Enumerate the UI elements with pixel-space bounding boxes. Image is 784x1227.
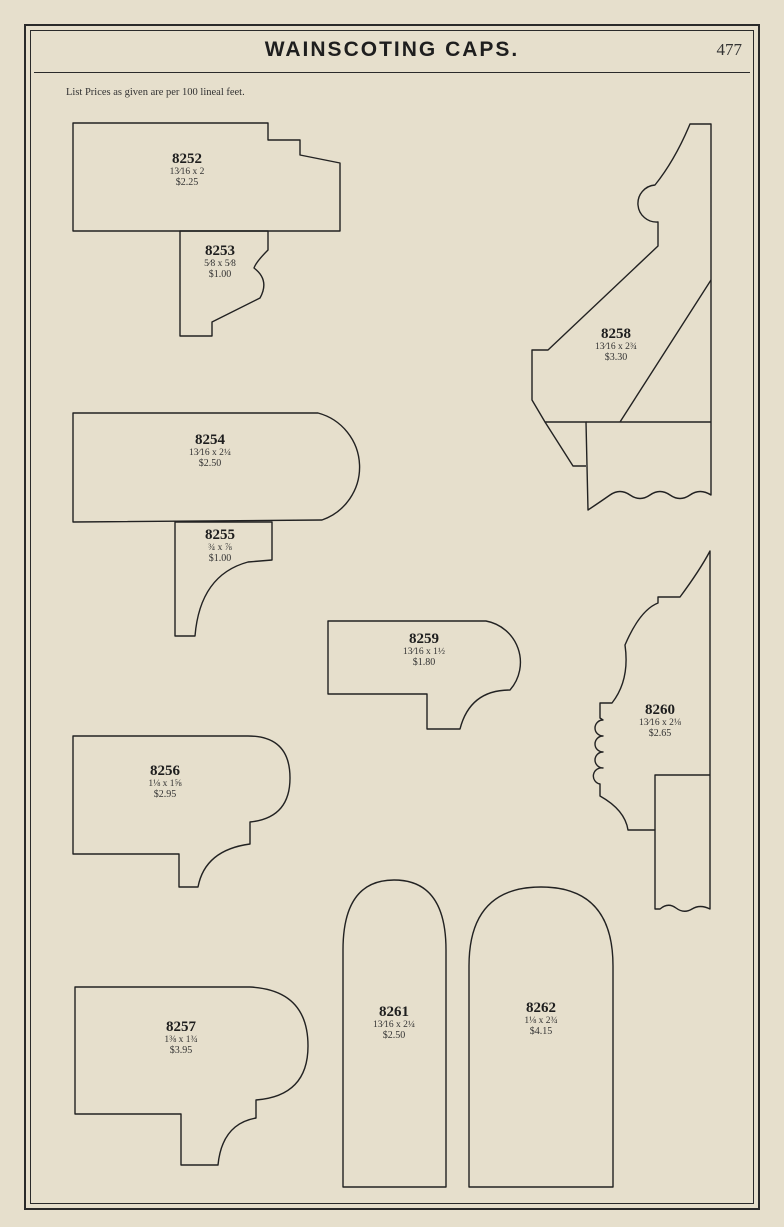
item-price: $4.15 bbox=[529, 1025, 553, 1037]
label-8257: 8257 1⅜ x 1¾ $3.95 bbox=[131, 1019, 231, 1056]
item-size: 13⁄16 x 2 bbox=[169, 166, 205, 177]
item-price: $1.00 bbox=[208, 552, 232, 564]
item-size: 1⅛ x 2¾ bbox=[524, 1015, 558, 1026]
item-price: $2.95 bbox=[153, 788, 177, 800]
item-price: $2.50 bbox=[382, 1029, 406, 1041]
label-8259: 8259 13⁄16 x 1½ $1.80 bbox=[374, 631, 474, 668]
label-8253: 8253 5⁄8 x 5⁄8 $1.00 bbox=[170, 243, 270, 280]
profile-8256 bbox=[72, 735, 291, 888]
item-size: 13⁄16 x 2¾ bbox=[595, 341, 637, 352]
profile-8258 bbox=[531, 123, 712, 511]
profile-8253 bbox=[179, 230, 269, 337]
label-8256: 8256 1⅛ x 1⅝ $2.95 bbox=[115, 763, 215, 800]
profile-8261 bbox=[342, 879, 447, 1188]
item-number: 8262 bbox=[526, 1000, 556, 1016]
profile-8260-inner-line bbox=[654, 774, 710, 830]
item-price: $3.95 bbox=[169, 1044, 193, 1056]
item-number: 8257 bbox=[166, 1019, 196, 1035]
profile-8262 bbox=[468, 886, 614, 1188]
label-8262: 8262 1⅛ x 2¾ $4.15 bbox=[491, 1000, 591, 1037]
item-number: 8255 bbox=[205, 527, 235, 543]
item-size: 1⅜ x 1¾ bbox=[164, 1034, 198, 1045]
page-number: 477 bbox=[716, 40, 743, 59]
header-rule bbox=[34, 72, 750, 73]
item-size: 1⅛ x 1⅝ bbox=[148, 778, 182, 789]
profile-8259 bbox=[327, 620, 522, 730]
label-8254: 8254 13⁄16 x 2¼ $2.50 bbox=[160, 432, 260, 469]
item-number: 8261 bbox=[379, 1004, 409, 1020]
item-size: ¾ x ⅞ bbox=[208, 542, 232, 553]
page-title: WAINSCOTING CAPS. bbox=[264, 38, 520, 61]
item-price: $3.30 bbox=[604, 351, 628, 363]
item-number: 8260 bbox=[645, 702, 675, 718]
item-size: 13⁄16 x 2¼ bbox=[189, 447, 231, 458]
profile-8260 bbox=[592, 550, 711, 912]
item-price: $2.50 bbox=[198, 457, 222, 469]
item-number: 8254 bbox=[195, 432, 225, 448]
item-number: 8252 bbox=[172, 151, 202, 167]
item-number: 8259 bbox=[409, 631, 439, 647]
label-8255: 8255 ¾ x ⅞ $1.00 bbox=[170, 527, 270, 564]
item-price: $1.00 bbox=[208, 268, 232, 280]
item-number: 8256 bbox=[150, 763, 180, 779]
label-8258: 8258 13⁄16 x 2¾ $3.30 bbox=[566, 326, 666, 363]
item-size: 13⁄16 x 1½ bbox=[403, 646, 445, 657]
item-price: $2.65 bbox=[648, 727, 672, 739]
profile-8255 bbox=[174, 521, 273, 637]
item-size: 5⁄8 x 5⁄8 bbox=[204, 258, 236, 269]
profile-8258-inner-line bbox=[544, 279, 712, 467]
item-price: $1.80 bbox=[412, 656, 436, 668]
item-size: 13⁄16 x 2¼ bbox=[373, 1019, 415, 1030]
profile-8254 bbox=[72, 412, 361, 523]
profile-8257 bbox=[74, 986, 309, 1166]
item-number: 8253 bbox=[205, 243, 235, 259]
item-price: $2.25 bbox=[175, 176, 199, 188]
inner-frame bbox=[30, 30, 754, 1204]
label-8261: 8261 13⁄16 x 2¼ $2.50 bbox=[346, 1004, 442, 1041]
item-number: 8258 bbox=[601, 326, 631, 342]
outer-frame bbox=[24, 24, 760, 1210]
label-8260: 8260 13⁄16 x 2⅛ $2.65 bbox=[610, 702, 710, 739]
price-note: List Prices as given are per 100 lineal … bbox=[66, 87, 245, 98]
profile-8252 bbox=[72, 122, 341, 232]
item-size: 13⁄16 x 2⅛ bbox=[639, 717, 681, 728]
label-8252: 8252 13⁄16 x 2 $2.25 bbox=[137, 151, 237, 188]
